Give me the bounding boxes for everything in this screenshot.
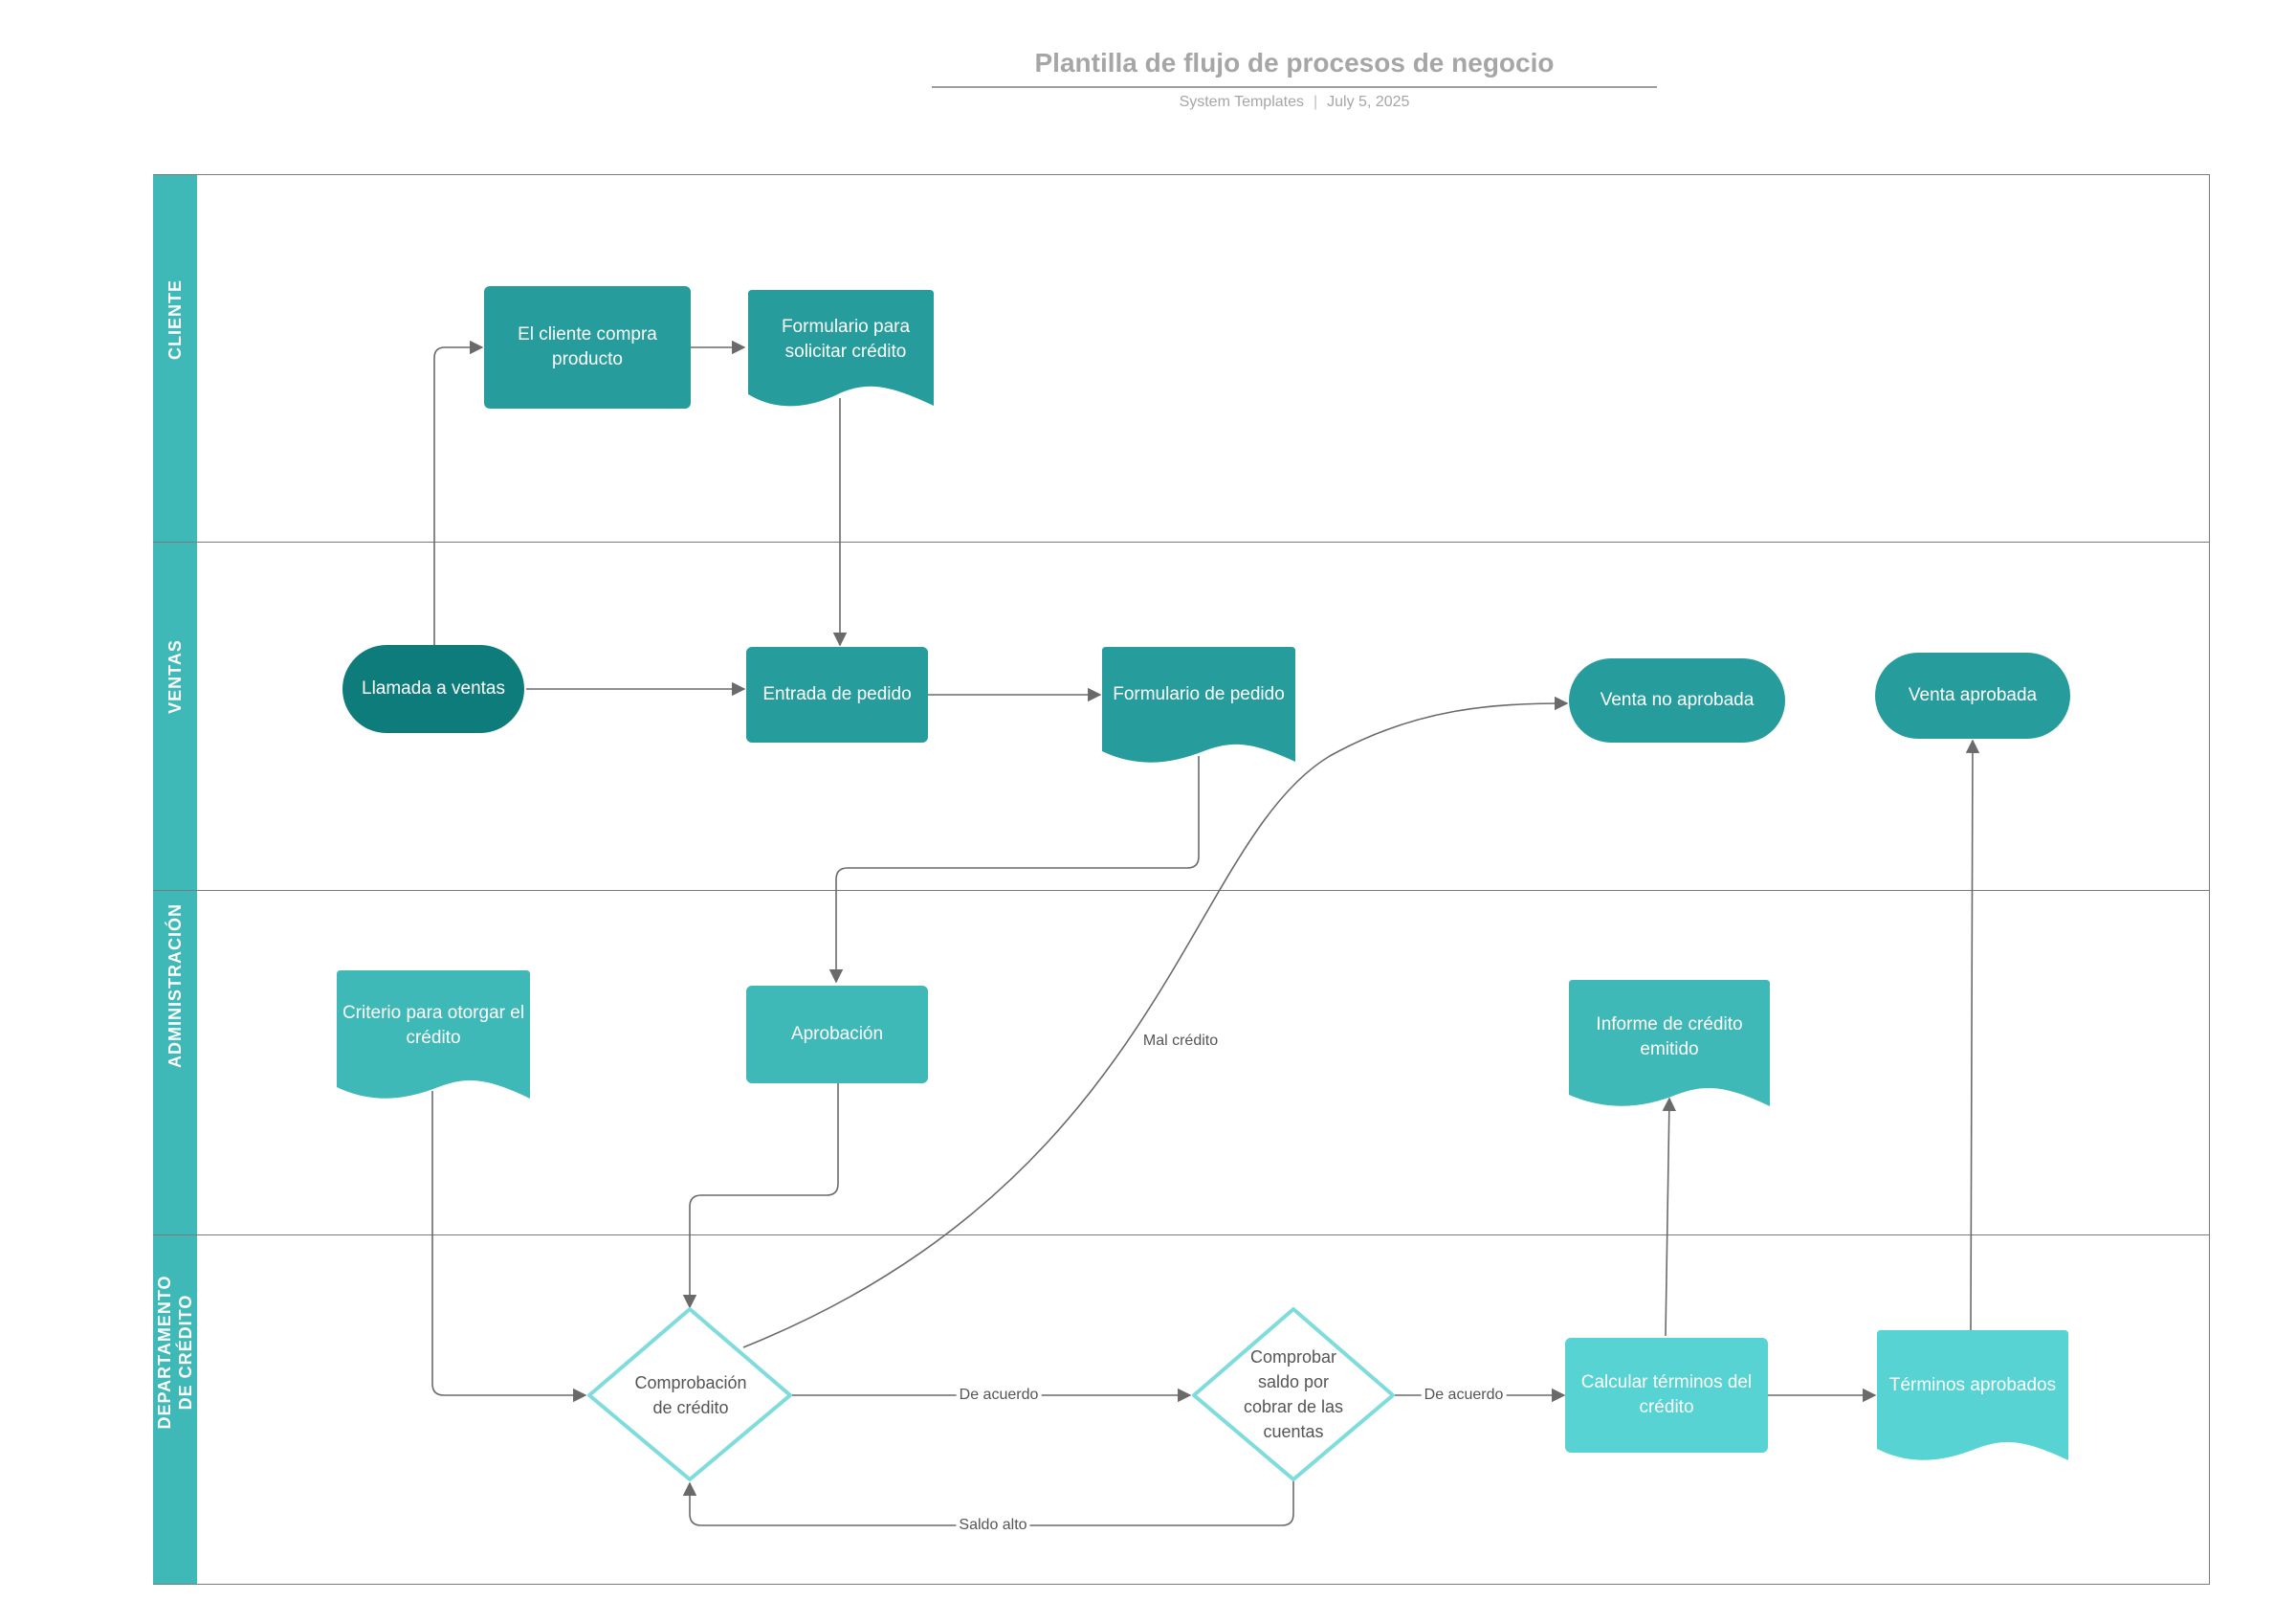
title-divider bbox=[932, 86, 1657, 88]
edge-label-saldo-alto: Saldo alto bbox=[956, 1517, 1030, 1534]
node-criterio-credito-label: Criterio para otorgar el crédito bbox=[342, 1003, 525, 1048]
node-comprobacion-credito bbox=[587, 1307, 792, 1481]
node-llamada-ventas bbox=[342, 645, 524, 733]
lane-bar-administracion bbox=[153, 891, 197, 1234]
node-cliente-compra bbox=[484, 286, 691, 409]
node-informe-credito-label: Informe de crédito emitido bbox=[1596, 1014, 1743, 1059]
node-entrada-pedido bbox=[746, 647, 928, 743]
edge-label-de-acuerdo-2: De acuerdo bbox=[1421, 1387, 1507, 1404]
node-comprobacion-credito-label: Comprobación de crédito bbox=[634, 1373, 747, 1417]
node-aprobacion bbox=[746, 986, 928, 1083]
connector-formulario-pedido-to-aprobacion bbox=[828, 756, 1200, 984]
node-aprobacion-label: Aprobación bbox=[790, 1024, 884, 1044]
connector-calcular-to-informe bbox=[1662, 1097, 1676, 1337]
node-venta-no-aprobada-label: Venta no aprobada bbox=[1600, 690, 1755, 710]
lane-divider bbox=[153, 542, 2210, 543]
node-cliente-compra-label: El cliente compra producto bbox=[518, 324, 657, 369]
node-terminos-aprobados bbox=[1877, 1330, 2068, 1460]
node-comprobar-saldo bbox=[1192, 1307, 1395, 1481]
lane-divider bbox=[153, 1234, 2210, 1235]
node-venta-aprobada bbox=[1875, 653, 2070, 739]
connector-llamada-to-cliente bbox=[433, 340, 484, 645]
page-subtitle: System Templates | July 5, 2025 bbox=[932, 94, 1657, 111]
node-informe-credito bbox=[1569, 980, 1770, 1106]
node-criterio-credito bbox=[337, 970, 530, 1099]
lane-divider bbox=[153, 890, 2210, 891]
node-formulario-credito bbox=[748, 290, 934, 407]
node-venta-no-aprobada bbox=[1569, 658, 1785, 743]
node-calcular-terminos-label: Calcular términos del crédito bbox=[1580, 1372, 1753, 1417]
node-formulario-pedido-label: Formulario de pedido bbox=[1113, 684, 1285, 704]
author-label: System Templates bbox=[1179, 94, 1304, 110]
edge-label-mal-credito: Mal crédito bbox=[1139, 1033, 1222, 1050]
subtitle-separator: | bbox=[1313, 94, 1318, 110]
connector-mal-credito bbox=[742, 696, 1569, 1348]
node-entrada-pedido-label: Entrada de pedido bbox=[762, 684, 912, 704]
lane-bar-credito bbox=[153, 1235, 197, 1584]
node-formulario-credito-label: Formulario para solicitar crédito bbox=[781, 317, 911, 362]
node-comprobar-saldo-label: Comprobar saldo por cobrar de las cuenta… bbox=[1243, 1347, 1344, 1441]
page-title: Plantilla de flujo de procesos de negoci… bbox=[1034, 48, 1555, 78]
node-formulario-pedido bbox=[1102, 647, 1295, 763]
date-label: July 5, 2025 bbox=[1327, 94, 1410, 110]
node-terminos-aprobados-label: Términos aprobados bbox=[1888, 1375, 2057, 1395]
lane-bar-ventas bbox=[153, 543, 197, 890]
connector-criterio-to-comprobacion bbox=[431, 1091, 587, 1403]
node-calcular-terminos bbox=[1565, 1338, 1768, 1453]
node-venta-aprobada-label: Venta aprobada bbox=[1908, 685, 2038, 705]
connector-aprobacion-to-comprobacion bbox=[682, 1081, 839, 1309]
connector-terminos-to-venta-aprobada bbox=[1965, 739, 1980, 1331]
lane-bar-cliente bbox=[153, 175, 197, 542]
node-llamada-ventas-label: Llamada a ventas bbox=[362, 678, 505, 699]
edge-label-de-acuerdo-1: De acuerdo bbox=[956, 1387, 1042, 1404]
